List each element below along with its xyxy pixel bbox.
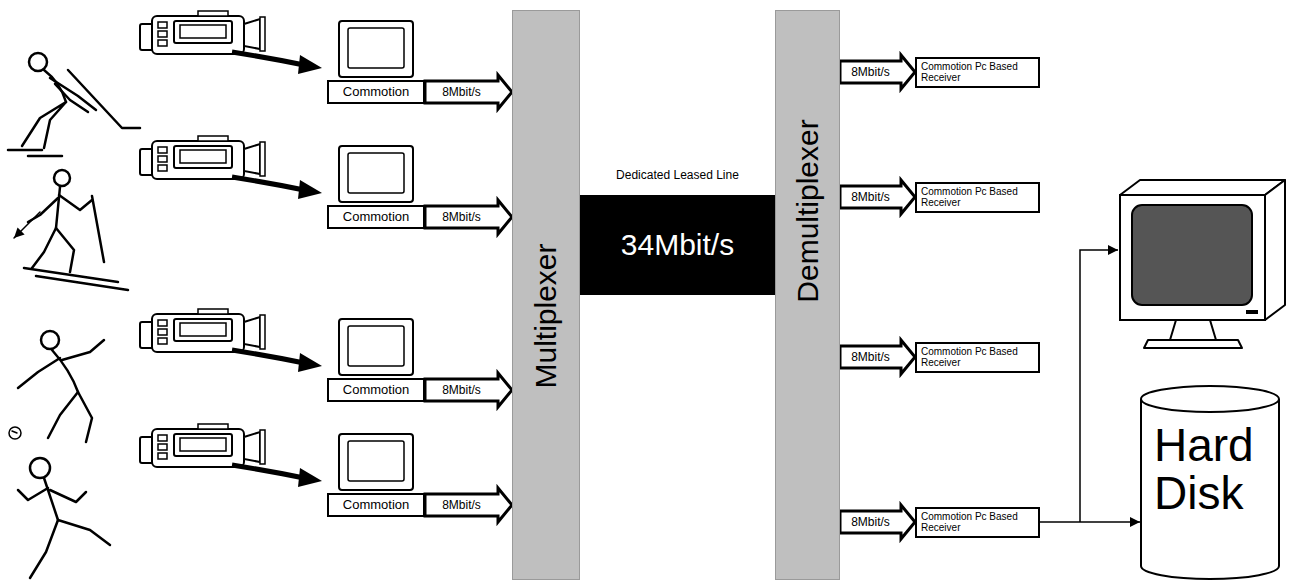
rate-label-holder: 8Mbit/s — [849, 350, 892, 364]
display-feed-line — [1080, 250, 1118, 522]
demultiplexer-bar: Demultiplexer — [775, 10, 840, 580]
ski-pole — [14, 212, 40, 238]
rate-label: 8Mbit/s — [849, 65, 892, 79]
figure-arms — [18, 488, 86, 502]
monitor-screen — [1132, 205, 1252, 305]
figure-legs — [30, 520, 110, 578]
link-line — [1040, 521, 1140, 523]
block-arrow — [840, 180, 915, 214]
node-label: Commotion — [343, 382, 409, 398]
hockey-player — [8, 53, 140, 156]
rate-label: 8Mbit/s — [440, 210, 483, 224]
camcorder — [140, 136, 322, 199]
rate-label: 8Mbit/s — [849, 350, 892, 364]
figure-legs — [22, 102, 66, 148]
figure-arms — [28, 195, 92, 222]
node-label: Demultiplexer — [793, 119, 823, 302]
skates — [8, 150, 62, 156]
rate-label-holder: 8Mbit/s — [849, 190, 892, 204]
rate-label-holder: 8Mbit/s — [440, 498, 483, 512]
block-arrow — [840, 340, 915, 374]
node-label: Commotion — [343, 209, 409, 225]
block-arrow — [425, 488, 512, 522]
ball-mark — [12, 431, 17, 433]
monitor-top — [1120, 180, 1285, 195]
figure-head — [41, 331, 59, 349]
figure-legs — [48, 392, 92, 442]
encoder-monitor — [339, 21, 413, 77]
node-label: Hard Disk — [1140, 421, 1280, 518]
node-label: Commotion — [343, 84, 409, 100]
cylinder-body — [1141, 399, 1279, 579]
runner — [18, 458, 110, 578]
rate-label: 8Mbit/s — [849, 190, 892, 204]
receiver-box: Commotion Pc Based Receiver — [915, 507, 1040, 538]
encoder-box: Commotion — [327, 205, 425, 229]
figure-head — [30, 458, 50, 478]
rate-label-holder: 8Mbit/s — [849, 65, 892, 79]
hard-disk: Hard Disk — [1140, 385, 1280, 580]
skier — [14, 170, 128, 290]
monitor-front — [1120, 195, 1265, 320]
encoder-monitor — [339, 434, 413, 490]
figure-torso — [56, 187, 60, 228]
node-label: Commotion — [343, 497, 409, 513]
rate-label: 8Mbit/s — [440, 498, 483, 512]
block-arrow — [425, 75, 512, 109]
encoder-box: Commotion — [327, 80, 425, 104]
monitor-base — [1144, 340, 1242, 348]
cylinder-top — [1141, 386, 1279, 412]
line-rate: 34Mbit/s — [621, 230, 734, 260]
skis — [24, 268, 128, 290]
rate-label: 8Mbit/s — [440, 383, 483, 397]
figure-head — [54, 170, 70, 186]
rate-label-holder: 8Mbit/s — [849, 515, 892, 529]
rate-label-holder: 8Mbit/s — [440, 210, 483, 224]
node-label: Commotion Pc Based Receiver — [921, 186, 1034, 209]
ball — [9, 427, 21, 439]
rate-label-holder: 8Mbit/s — [440, 383, 483, 397]
leased-line: 34Mbit/s Dedicated Leased Line — [580, 168, 775, 295]
receiver-box: Commotion Pc Based Receiver — [915, 182, 1040, 213]
rate-label-holder: 8Mbit/s — [440, 85, 483, 99]
node-label: Commotion Pc Based Receiver — [921, 61, 1034, 84]
line-heading: Dedicated Leased Line — [580, 168, 775, 182]
node-label: Commotion Pc Based Receiver — [921, 511, 1034, 534]
camcorder — [140, 11, 322, 74]
rate-label: 8Mbit/s — [440, 85, 483, 99]
monitor-side — [1265, 180, 1285, 320]
camcorder — [140, 424, 322, 487]
figure-torso — [44, 478, 58, 520]
encoder-monitor — [339, 146, 413, 202]
encoder-box: Commotion — [327, 493, 425, 517]
figure-legs — [32, 228, 74, 272]
hockey-stick — [68, 70, 140, 128]
ski-pole — [92, 196, 104, 262]
figure-arms — [18, 340, 104, 388]
display-monitor — [1120, 180, 1285, 348]
figure-head — [29, 53, 47, 71]
node-label: Commotion Pc Based Receiver — [921, 346, 1034, 369]
ball-thrower — [9, 331, 104, 442]
receiver-box: Commotion Pc Based Receiver — [915, 342, 1040, 373]
encoder-box: Commotion — [327, 378, 425, 402]
block-arrow — [840, 505, 915, 539]
block-arrow — [840, 55, 915, 89]
monitor-button — [1246, 310, 1258, 314]
camcorder — [140, 309, 322, 372]
rate-label: 8Mbit/s — [849, 515, 892, 529]
leased-line-band: 34Mbit/s — [580, 195, 775, 295]
block-arrow — [425, 200, 512, 234]
block-arrow — [425, 373, 512, 407]
multiplexer-bar: Multiplexer — [512, 10, 580, 580]
receiver-box: Commotion Pc Based Receiver — [915, 57, 1040, 88]
monitor-neck — [1170, 320, 1216, 340]
node-label: Multiplexer — [531, 243, 561, 388]
encoder-monitor — [339, 319, 413, 375]
